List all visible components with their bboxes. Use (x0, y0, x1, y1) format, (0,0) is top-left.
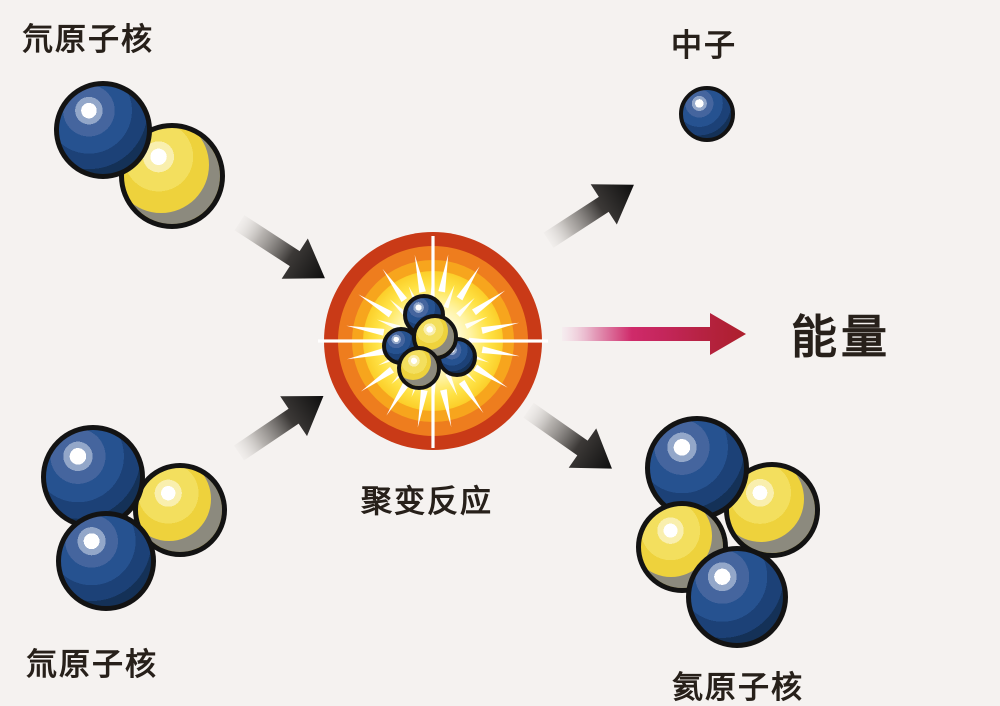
proton-sphere (133, 463, 227, 557)
deuterium-label: 氘原子核 (22, 22, 154, 57)
energy-label: 能量 (791, 311, 891, 363)
arrow-fusion-to-helium (512, 387, 629, 493)
fusion-label: 聚变反应 (361, 484, 493, 519)
arrow-deuterium-to-fusion (224, 199, 342, 303)
neutron-sphere (686, 546, 788, 648)
arrow-fusion-to-neutron (533, 160, 651, 264)
helium-label: 氦原子核 (672, 670, 804, 705)
neutron-sphere (679, 86, 735, 142)
arrow-energy (562, 312, 748, 356)
tritium-label: 氚原子核 (26, 647, 158, 682)
arrow-tritium-to-fusion (223, 372, 341, 477)
neutron-sphere (56, 511, 156, 611)
neutron-sphere (54, 81, 152, 179)
proton-sphere (397, 346, 441, 390)
neutron-label: 中子 (671, 28, 737, 63)
